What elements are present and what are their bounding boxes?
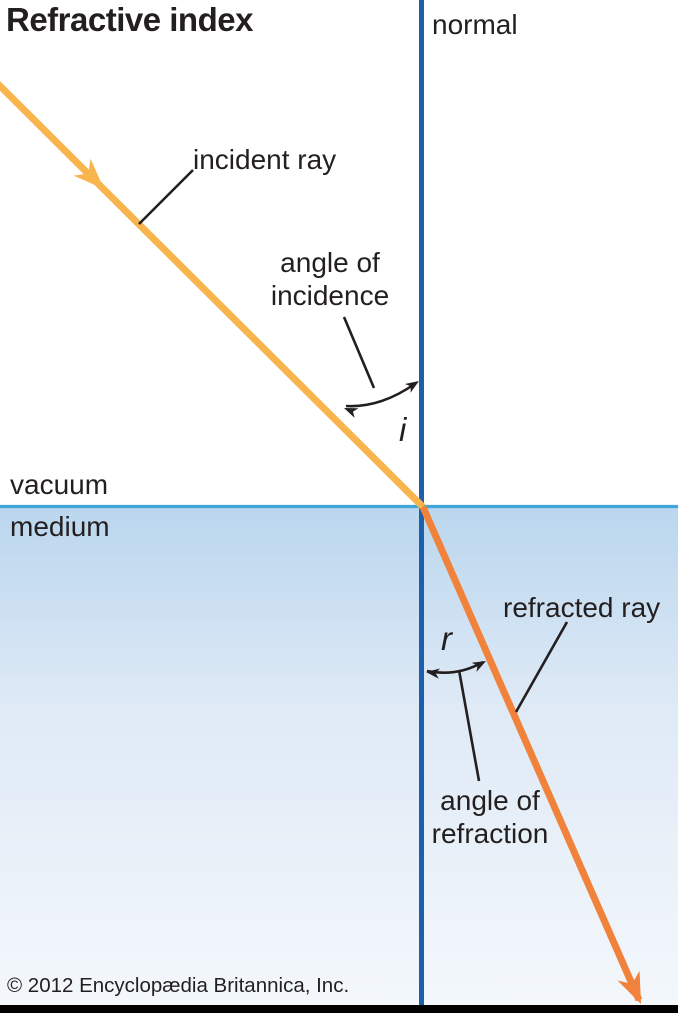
- refraction-arc-arrow-left: [426, 668, 441, 679]
- angle-of-incidence-label: angle of incidence: [270, 247, 390, 311]
- incident-ray-line: [0, 81, 426, 510]
- incident-ray-arrowhead: [73, 158, 104, 189]
- refracted-ray-line: [419, 505, 643, 1002]
- incident-ray-label: incident ray: [193, 144, 337, 175]
- incident-ray-pointer-line: [138, 169, 194, 225]
- angle-of-refraction-symbol: r: [441, 620, 452, 657]
- bottom-border-bar: [0, 1005, 678, 1013]
- angle-of-incidence-arc: [345, 381, 417, 408]
- incidence-arc-arrow-left: [344, 408, 359, 418]
- page-title: Refractive index: [6, 1, 253, 38]
- angle-of-refraction-pointer-line: [457, 669, 481, 782]
- angle-of-refraction-label: angle of refraction: [431, 785, 549, 849]
- normal-label: normal: [432, 9, 518, 40]
- medium-label: medium: [10, 511, 110, 542]
- medium-region: [0, 506, 678, 1013]
- angle-of-incidence-pointer-line: [342, 316, 376, 389]
- refracted-ray-arrowhead: [617, 970, 641, 1004]
- copyright-notice: © 2012 Encyclopædia Britannica, Inc.: [7, 974, 350, 997]
- vacuum-label: vacuum: [10, 469, 109, 500]
- angle-of-incidence-symbol: i: [399, 411, 407, 448]
- refraction-arc-arrow-right: [471, 661, 486, 672]
- incidence-arc-arrow-right: [404, 381, 419, 393]
- refracted-ray-label: refracted ray: [503, 592, 661, 623]
- refracted-ray-pointer-line: [514, 621, 569, 713]
